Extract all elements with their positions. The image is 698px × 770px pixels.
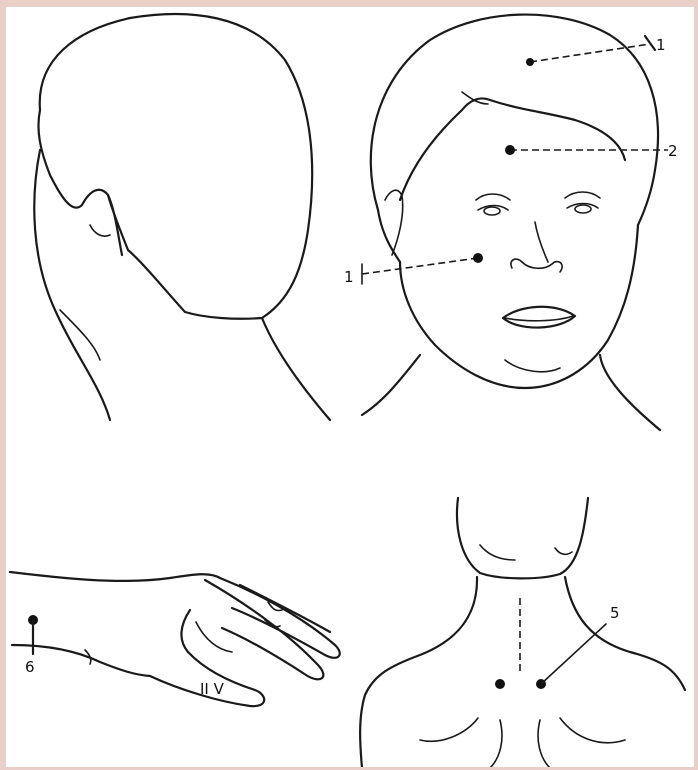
label-crown: 1	[656, 36, 666, 54]
hand-illustration	[10, 572, 340, 706]
label-cheek: 1	[344, 268, 354, 286]
head-back-illustration	[34, 14, 330, 420]
label-neck: 5	[610, 604, 620, 622]
label-wrist: 6	[25, 658, 35, 676]
callout-thumb: II V	[200, 680, 225, 698]
figure-canvas: 1 2 1 6 II V	[6, 7, 694, 767]
callout-forehead: 2	[505, 142, 678, 160]
acupoint-diagram: 1 2 1 6 II V	[6, 7, 694, 767]
label-thumb: II V	[200, 680, 225, 698]
callout-cheek: 1	[344, 253, 483, 286]
face-front-illustration	[362, 15, 660, 430]
callout-neck: 5	[495, 604, 620, 689]
callout-crown: 1	[526, 36, 666, 66]
label-forehead: 2	[668, 142, 678, 160]
neck-chest-illustration	[360, 498, 685, 767]
